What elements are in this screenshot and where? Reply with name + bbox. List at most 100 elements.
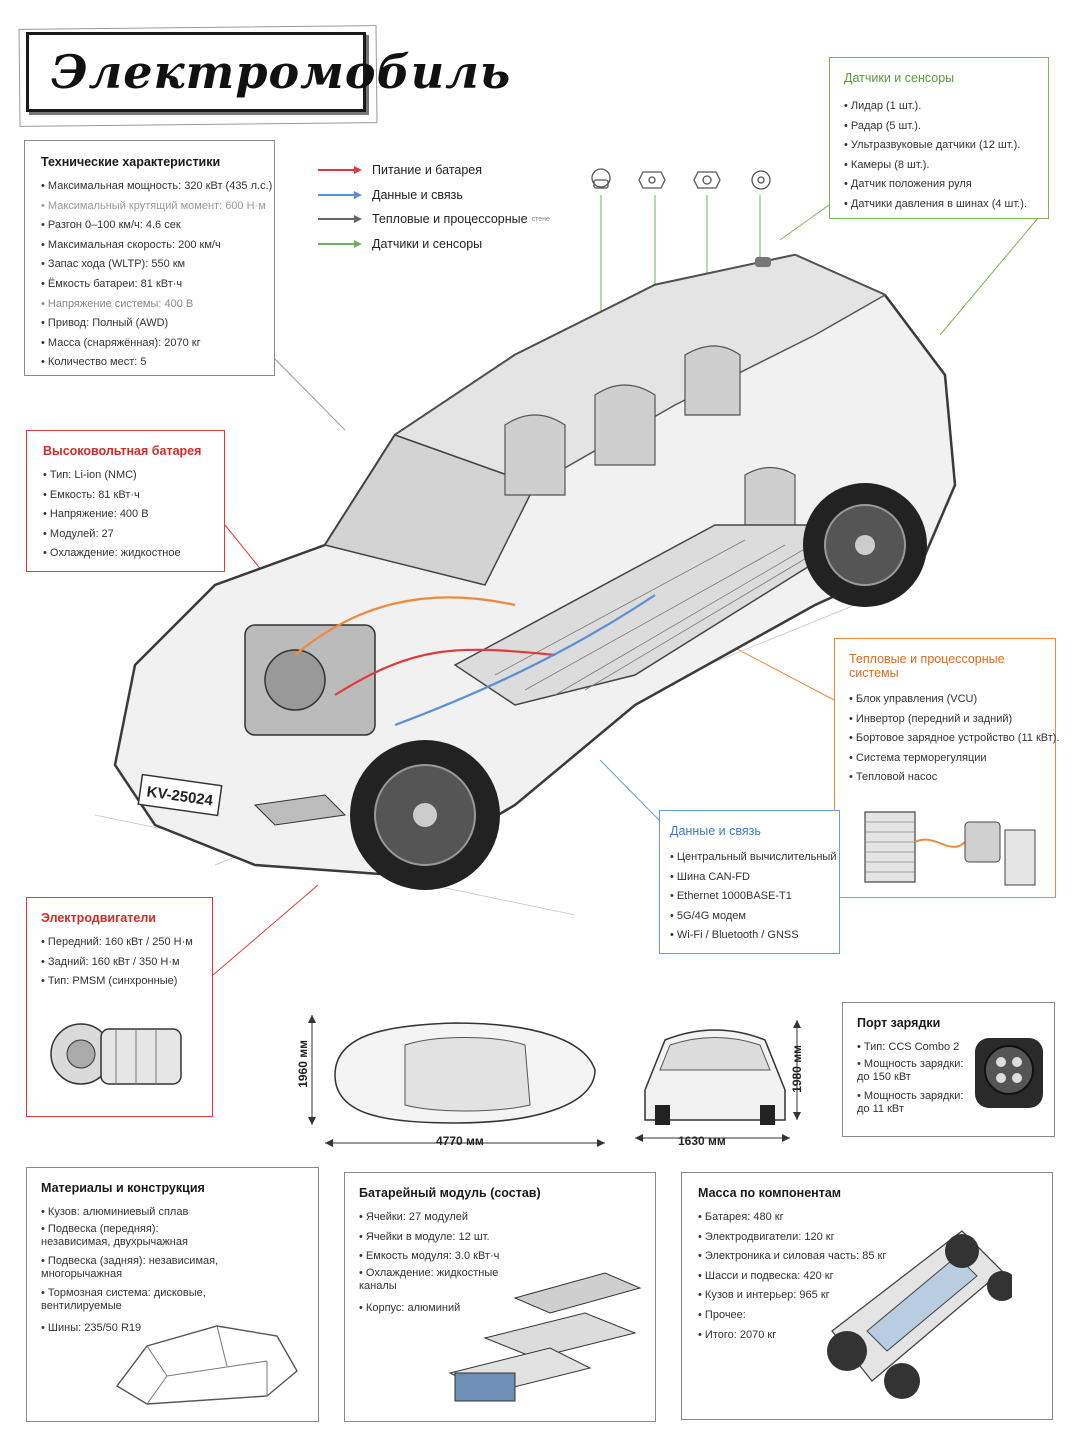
battery-item: Охлаждение: жидкостное: [43, 544, 214, 564]
spec-item: Разгон 0–100 км/ч: 4.6 сек: [41, 216, 260, 236]
sensors-panel: Датчики и сенсоры Лидар (1 шт.). Радар (…: [829, 57, 1049, 219]
roof-sensor: [755, 257, 771, 267]
gray-arrow-icon: [318, 215, 362, 224]
camera-icon: [751, 170, 771, 190]
sensor-item: Датчик положения руля: [844, 175, 1038, 195]
car-frame-illustration: [115, 1325, 298, 1405]
spec-item: Максимальный крутящий момент: 600 Н·м: [41, 197, 266, 217]
legend-suffix: стене: [531, 215, 550, 223]
lidar-icon: [591, 168, 611, 189]
battery-title: Высоковольтная батарея: [43, 444, 202, 458]
battery-item: Емкость: 81 кВт·ч: [43, 486, 214, 506]
front-view-drawing: [635, 1020, 801, 1142]
mass-item: Батарея: 480 кг: [698, 1208, 1042, 1228]
license-plate: KV-25024: [137, 773, 223, 817]
thermal-panel: Тепловые и процессорные системы Блок упр…: [834, 638, 1059, 898]
data-comm-panel: Данные и связь Центральный вычислительны…: [659, 810, 840, 954]
battery-item: Напряжение: 400 В: [43, 505, 214, 525]
battery-module-panel: Батарейный модуль (состав) Ячейки: 27 мо…: [344, 1172, 656, 1422]
headlight: [253, 794, 347, 826]
materials-panel: Материалы и конструкция Кузов: алюминиев…: [26, 1167, 319, 1422]
charge-item: Тип: CCS Combo 2: [857, 1038, 965, 1058]
thermal-item: Система терморегуляции: [849, 749, 1045, 769]
battery-item: Модулей: 27: [43, 525, 214, 545]
spec-item: Максимальная мощность: 320 кВт (435 л.с.…: [41, 177, 272, 197]
mass-item: Электродвигатели: 120 кг: [698, 1228, 1042, 1248]
charge-item: Мощность зарядки: до 150 кВт: [857, 1058, 965, 1084]
sensor-item: Камеры (8 шт.).: [844, 156, 1038, 176]
materials-title: Материалы и конструкция: [41, 1181, 205, 1195]
legend-item-sensors: Датчики и сенсоры: [318, 232, 550, 257]
motor-item: Передний: 160 кВт / 250 Н·м: [41, 933, 204, 953]
seat-group: [504, 345, 796, 531]
radar-icon: [638, 171, 666, 189]
ultrasonic-sensor-icon: [693, 171, 721, 189]
radiator-illustration: [864, 811, 1036, 886]
dimension-length: 4770 мм: [436, 1134, 484, 1148]
legend-label: Тепловые и процессорные: [372, 212, 528, 227]
spec-item: Привод: Полный (AWD): [41, 314, 260, 334]
front-wheel: [350, 740, 500, 890]
blue-arrow-icon: [318, 190, 362, 199]
legend-label: Данные и связь: [372, 187, 463, 202]
red-arrow-icon: [318, 166, 362, 175]
spec-item: Запас хода (WLTP): 550 км: [41, 255, 260, 275]
charge-port-panel: Порт зарядки Тип: CCS Combo 2 Мощность з…: [842, 1002, 1055, 1137]
data-comm-item: 5G/4G модем: [670, 907, 831, 927]
battery-module-item: Охлаждение: жидкостные каналы: [359, 1267, 509, 1293]
motors-title: Электродвигатели: [41, 911, 156, 925]
battery-module-item: Емкость модуля: 3.0 кВт·ч: [359, 1247, 509, 1267]
chassis-illustration: [827, 1230, 1012, 1399]
battery-module-illustration: [448, 1272, 642, 1402]
battery-module-item: Ячейки в модуле: 12 шт.: [359, 1228, 509, 1248]
thermal-item: Блок управления (VCU): [849, 690, 1045, 710]
legend-item-data: Данные и связь: [318, 183, 550, 208]
legend-item-thermal: Тепловые и процессорные стене: [318, 207, 550, 232]
dimension-height-front: 1980 мм: [790, 1045, 804, 1093]
thermal-title: Тепловые и процессорные системы: [849, 652, 1005, 680]
material-item: Шины: 235/50 R19: [41, 1319, 221, 1339]
legend: Питание и батарея Данные и связь Тепловы…: [318, 158, 550, 256]
mass-item: Шасси и подвеска: 420 кг: [698, 1267, 1042, 1287]
data-comm-item: Центральный вычислительный: [670, 848, 837, 868]
title-box: Электромобиль: [26, 32, 510, 112]
material-item: Подвеска (передняя): независимая, двухры…: [41, 1223, 221, 1249]
thermal-item: Тепловой насос: [849, 768, 1045, 788]
battery-module-item: Ячейки: 27 модулей: [359, 1208, 509, 1228]
battery-pack: [453, 524, 878, 706]
motor-item: Тип: PMSM (синхронные): [41, 972, 204, 992]
data-comm-item: Wi-Fi / Bluetooth / GNSS: [670, 926, 831, 946]
green-arrow-icon: [318, 239, 362, 248]
material-item: Подвеска (задняя): независимая, многорыч…: [41, 1255, 221, 1281]
data-comm-title: Данные и связь: [670, 824, 761, 838]
charge-port-icon: [975, 1038, 1044, 1108]
legend-item-power: Питание и батарея: [318, 158, 550, 183]
charge-item: Мощность зарядки: до 11 кВт: [857, 1090, 965, 1116]
material-item: Тормозная система: дисковые, вентилируем…: [41, 1287, 221, 1313]
material-item: Кузов: алюминиевый сплав: [41, 1203, 221, 1223]
motor-item: Задний: 160 кВт / 350 Н·м: [41, 953, 204, 973]
motors-panel: Электродвигатели Передний: 160 кВт / 250…: [26, 897, 213, 1117]
data-comm-item: Шина CAN-FD: [670, 868, 831, 888]
sensor-item: Лидар (1 шт.).: [844, 97, 1038, 117]
mass-panel: Масса по компонентам Батарея: 480 кг Эле…: [681, 1172, 1053, 1420]
page-title: Электромобиль: [51, 45, 512, 99]
spec-item: Количество мест: 5: [41, 353, 260, 373]
specs-panel: Технические характеристики Максимальная …: [24, 140, 275, 376]
car-cutaway-illustration: KV-25024: [95, 253, 957, 916]
charge-port-title: Порт зарядки: [857, 1016, 941, 1030]
mass-item: Электроника и силовая часть: 85 кг: [698, 1247, 1042, 1267]
dimension-width: 1630 мм: [678, 1134, 726, 1148]
battery-panel: Высоковольтная батарея Тип: Li-ion (NMC)…: [26, 430, 225, 572]
sensor-item: Датчики давления в шинах (4 шт.).: [844, 195, 1038, 215]
thermal-item: Инвертор (передний и задний): [849, 710, 1045, 730]
mass-item: Кузов и интерьер: 965 кг: [698, 1286, 1042, 1306]
specs-title: Технические характеристики: [41, 155, 221, 169]
motor-illustration: [50, 1023, 182, 1085]
battery-module-item: Корпус: алюминий: [359, 1299, 509, 1319]
legend-label: Датчики и сенсоры: [372, 236, 483, 251]
mass-title: Масса по компонентам: [698, 1186, 842, 1200]
sensor-item: Радар (5 шт.).: [844, 117, 1038, 137]
mass-item: Итого: 2070 кг: [698, 1326, 1042, 1346]
